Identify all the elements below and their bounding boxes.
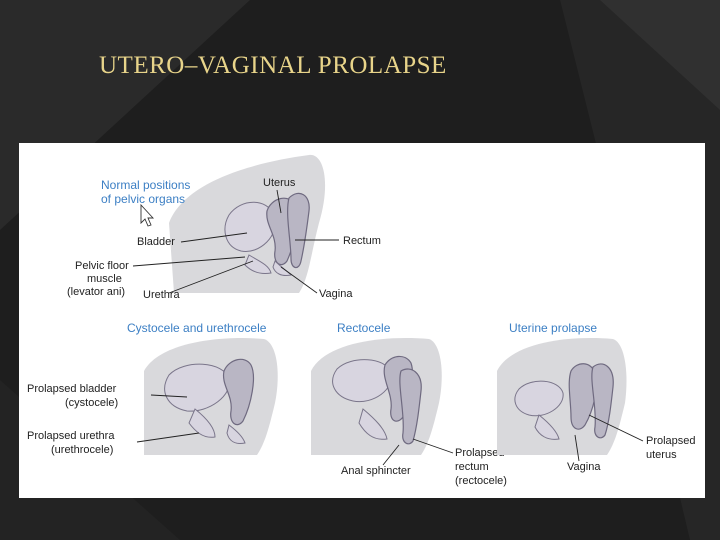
label-prolapsed-bladder-2: (cystocele) bbox=[65, 397, 118, 409]
label-pelvic-floor-1: Pelvic floor bbox=[75, 260, 129, 272]
label-vagina: Vagina bbox=[319, 288, 353, 300]
normal-heading-2: of pelvic organs bbox=[101, 192, 185, 206]
figure-panel: Normal positions of pelvic organs Uterus… bbox=[19, 143, 705, 498]
label-prolapsed-bladder-1: Prolapsed bladder bbox=[27, 383, 117, 395]
label-prolapsed-rectum-2: rectum bbox=[455, 461, 489, 473]
label-prolapsed-urethra-2: (urethrocele) bbox=[51, 444, 113, 456]
label-bladder: Bladder bbox=[137, 236, 175, 248]
label-prolapsed-uterus-2: uterus bbox=[646, 449, 677, 461]
uterine-prolapse-drawing bbox=[497, 338, 627, 455]
label-prolapsed-rectum-3: (rectocele) bbox=[455, 475, 507, 487]
label-uterine-vagina: Vagina bbox=[567, 461, 601, 473]
slide-title: UTERO–VAGINAL PROLAPSE bbox=[99, 52, 447, 80]
cystocele-drawing bbox=[144, 338, 278, 455]
label-rectum: Rectum bbox=[343, 235, 381, 247]
prolapse-illustration: Normal positions of pelvic organs Uterus… bbox=[19, 143, 705, 498]
normal-heading: Normal positions bbox=[101, 178, 190, 192]
cursor-icon bbox=[141, 205, 153, 226]
rectocele-heading: Rectocele bbox=[337, 321, 391, 335]
cystocele-heading: Cystocele and urethrocele bbox=[127, 321, 267, 335]
label-pelvic-floor-2: muscle bbox=[87, 273, 122, 285]
uterine-heading: Uterine prolapse bbox=[509, 321, 597, 335]
label-prolapsed-urethra-1: Prolapsed urethra bbox=[27, 430, 115, 442]
label-prolapsed-uterus-1: Prolapsed bbox=[646, 435, 696, 447]
label-pelvic-floor-3: (levator ani) bbox=[67, 286, 125, 298]
label-uterus: Uterus bbox=[263, 177, 296, 189]
rectocele-drawing bbox=[311, 338, 442, 455]
normal-anatomy-drawing bbox=[169, 155, 325, 293]
label-anal-sphincter: Anal sphincter bbox=[341, 465, 411, 477]
